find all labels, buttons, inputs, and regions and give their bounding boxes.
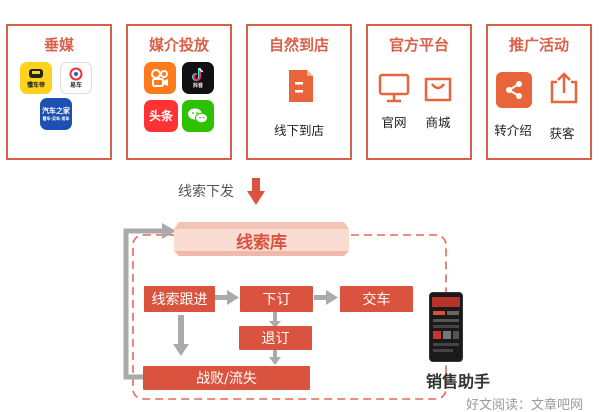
- upload-icon: [546, 70, 582, 106]
- lead-follow-up-node[interactable]: 线索跟进: [144, 286, 215, 312]
- phone-screen-row: [433, 311, 445, 315]
- autohome-app-icon[interactable]: 汽车之家 看车·买车·用车: [40, 98, 72, 130]
- category-title: 媒介投放: [148, 36, 209, 54]
- douyin-app-icon[interactable]: 抖音: [182, 62, 214, 94]
- monitor-icon: [376, 70, 412, 106]
- lead-pool-label: 线索库: [236, 232, 287, 253]
- phone-screen-row: [433, 325, 459, 328]
- category-box-promotion: 推广活动 转介绍 获客: [486, 24, 592, 160]
- category-box-official-platform: 官方平台 官网 商城: [366, 24, 472, 160]
- phone-screen-row: [433, 319, 459, 322]
- sales-assistant-phone: [429, 292, 463, 362]
- phone-screen-row: [447, 311, 459, 315]
- order-node[interactable]: 下订: [240, 286, 313, 312]
- dongchedi-app-icon[interactable]: 懂车帝: [20, 62, 52, 94]
- acquisition-label: 获客: [549, 126, 575, 141]
- category-title: 官方平台: [388, 36, 449, 54]
- category-box-media-placement: 媒介投放 抖音 头条: [126, 24, 232, 160]
- category-box-walk-in: 自然到店 线下到店: [246, 24, 352, 160]
- share-icon: [496, 72, 532, 108]
- cancel-order-node[interactable]: 退订: [239, 326, 312, 350]
- watermark: 好文阅读：文章吧网: [466, 398, 584, 412]
- sales-assistant-label: 销售助手: [426, 372, 491, 391]
- document-icon: [283, 68, 319, 104]
- mall-label: 商城: [425, 115, 451, 130]
- wechat-app-icon[interactable]: [182, 100, 214, 132]
- phone-screen-row: [433, 343, 459, 346]
- toutiao-app-icon[interactable]: 头条: [144, 100, 178, 132]
- shopping-bag-icon: [420, 70, 456, 106]
- offline-store-label: 线下到店: [273, 123, 324, 138]
- category-title: 垂媒: [43, 36, 74, 54]
- category-box-vertical-media: 垂媒 懂车帝 易车 汽车之家 看车·买车·用车: [6, 24, 112, 160]
- delivery-node[interactable]: 交车: [340, 286, 413, 312]
- dispatch-label: 线索下发: [178, 184, 234, 200]
- phone-screen-row: [433, 349, 453, 352]
- phone-screen-row: [443, 331, 451, 339]
- category-title: 推广活动: [508, 36, 569, 54]
- phone-screen-row: [433, 331, 441, 339]
- phone-screen-row: [453, 331, 459, 339]
- phone-screen-header: [432, 297, 460, 307]
- category-title: 自然到店: [268, 36, 329, 54]
- referral-label: 转介绍: [494, 123, 532, 138]
- yiche-app-icon[interactable]: 易车: [60, 62, 92, 94]
- official-site-label: 官网: [381, 115, 407, 130]
- kuaishou-app-icon[interactable]: [144, 62, 176, 94]
- lost-node[interactable]: 战败/流失: [143, 366, 310, 390]
